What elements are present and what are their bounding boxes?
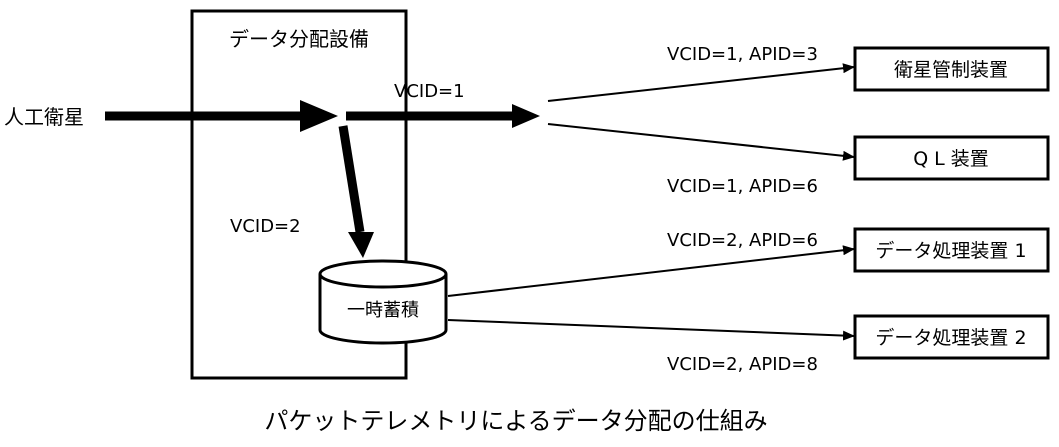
equipment-title: データ分配設備 (229, 27, 369, 51)
dest-label-satellite-control: 衛星管制装置 (894, 59, 1008, 81)
dest-box-satellite-control (853, 46, 1050, 92)
vcid1-arrow-head (512, 104, 540, 128)
dest-box-ql (853, 135, 1050, 181)
storage-label: 一時蓄積 (347, 300, 419, 321)
vcid2-arrow-head (348, 232, 374, 258)
route-line-1 (547, 63, 855, 102)
route-label-2: VCID=1, APID=6 (667, 176, 818, 197)
vcid2-arrow-shaft (338, 125, 365, 233)
storage-cylinder (318, 259, 448, 345)
satellite-input-arrow-head (300, 100, 338, 132)
diagram-caption: パケットテレメトリによるデータ分配の仕組み (264, 407, 767, 435)
route-line-2 (547, 123, 855, 161)
dest-box-processing-2 (853, 314, 1050, 360)
dest-label-ql: Q L 装置 (913, 148, 989, 170)
route-line-4 (447, 319, 855, 341)
dest-box-processing-1 (853, 227, 1050, 273)
dest-label-processing-2: データ処理装置 2 (875, 327, 1026, 349)
vcid1-label: VCID=1 (394, 81, 465, 102)
route-label-1: VCID=1, APID=3 (667, 44, 818, 65)
route-label-3: VCID=2, APID=6 (667, 230, 818, 251)
satellite-label: 人工衛星 (4, 105, 84, 129)
vcid2-label: VCID=2 (230, 216, 301, 237)
route-line-3 (447, 245, 855, 297)
dest-label-processing-1: データ処理装置 1 (875, 240, 1026, 262)
route-label-4: VCID=2, APID=8 (667, 354, 818, 375)
